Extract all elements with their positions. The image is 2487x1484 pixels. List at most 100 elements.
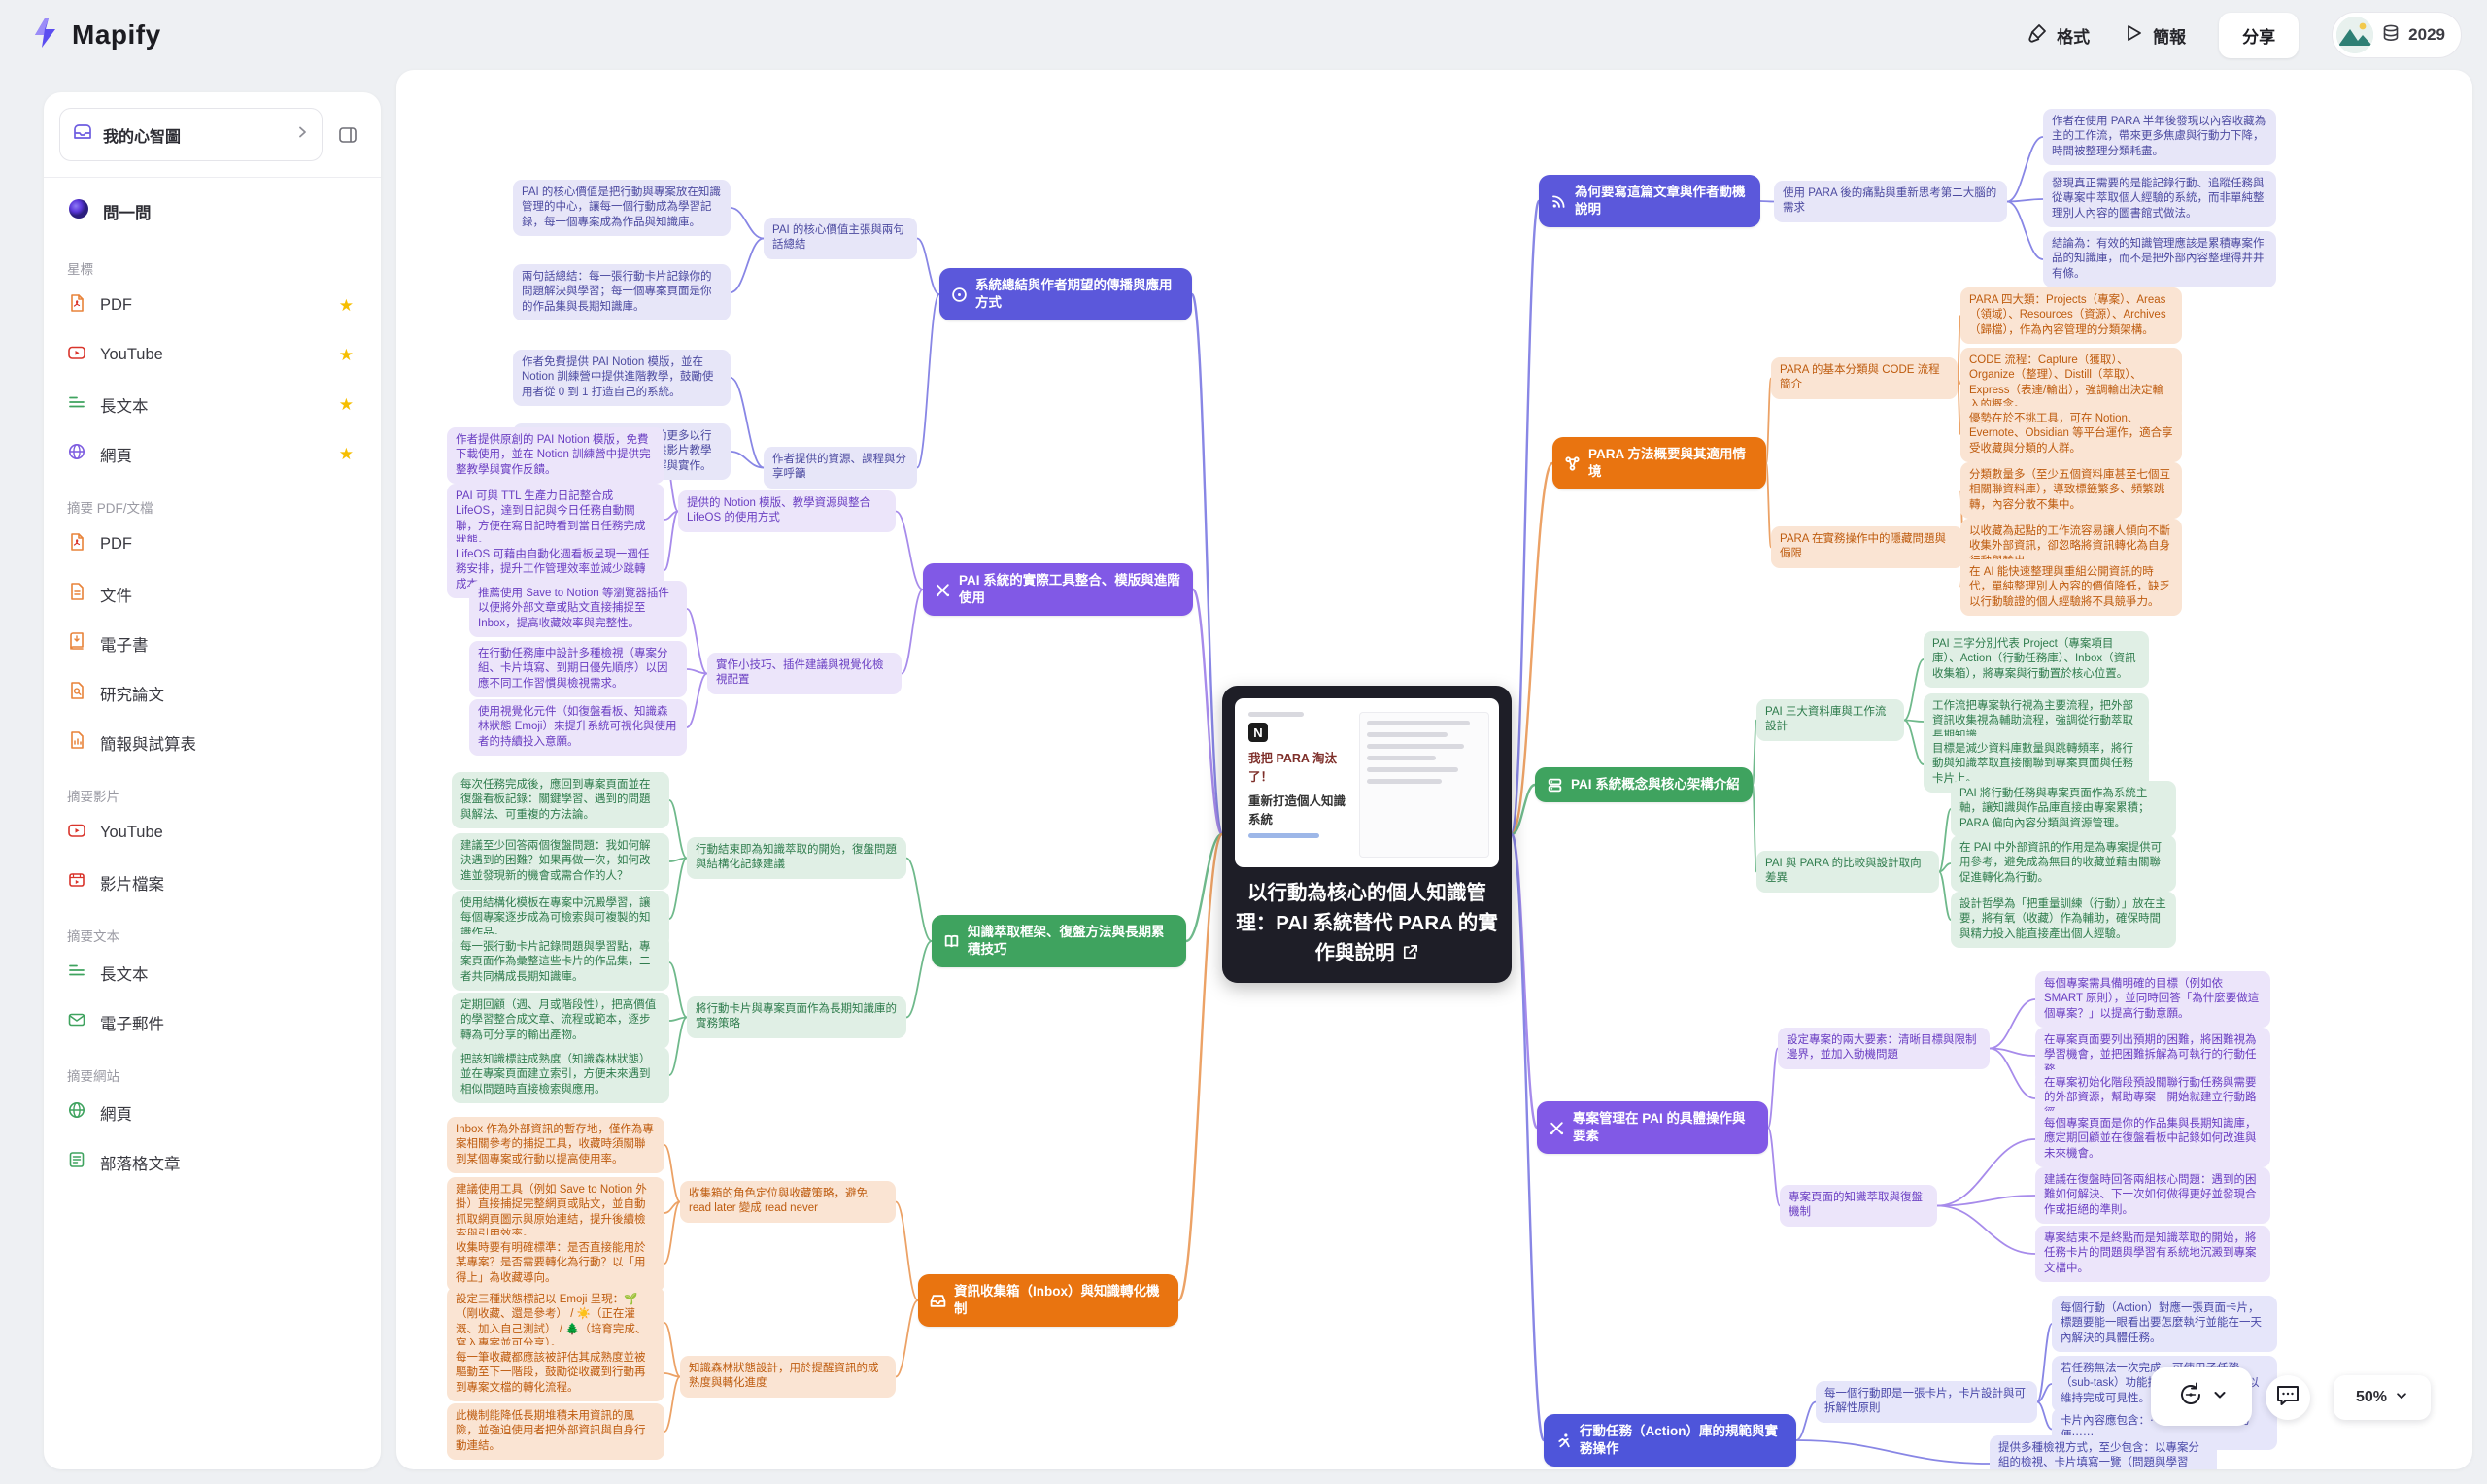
zoom-level: 50%	[2355, 1389, 2388, 1405]
mindmap-branch-node[interactable]: 資訊收集箱（Inbox）與知識轉化機制	[918, 1274, 1178, 1328]
sidebar-item[interactable]: 長文本	[57, 951, 367, 995]
credits-pill[interactable]: 2029	[2332, 12, 2462, 58]
star-icon[interactable]: ★	[338, 394, 354, 414]
sidebar-item[interactable]: YouTube★	[57, 333, 367, 377]
mindmap-subtopic-node[interactable]: PAI 三大資料庫與工作流設計	[1756, 699, 1904, 741]
mindmap-subtopic-node[interactable]: PAI 的核心價值是把行動與專案放在知識管理的中心，讓每一個行動成為學習記錄，每…	[513, 180, 731, 237]
mindmap-subtopic-node[interactable]: PAI 將行動任務與專案頁面作為系統主軸，讓知識與作品庫直接由專案累積；PARA…	[1951, 781, 2176, 838]
mindmap-subtopic-node[interactable]: 專案頁面的知識萃取與復盤機制	[1780, 1185, 1937, 1227]
sidebar-item[interactable]: 簡報與試算表	[57, 721, 367, 764]
mindmap-subtopic-node[interactable]: 此機制能降低長期堆積未用資訊的風險，並強迫使用者把外部資訊與自身行動連結。	[447, 1403, 664, 1461]
collapse-sidebar-button[interactable]	[330, 118, 365, 152]
mindmap-subtopic-node[interactable]: 每一張行動卡片記錄問題與學習點，專案頁面作為彙整這些卡片的作品集，二者共同構成長…	[452, 934, 669, 992]
mindmap-subtopic-node[interactable]: 將行動卡片與專案頁面作為長期知識庫的實務策略	[687, 996, 906, 1038]
mindmap-subtopic-node[interactable]: 把該知識標註成熟度（知識森林狀態）並在專案頁面建立索引，方便未來遇到相似問題時直…	[452, 1047, 669, 1104]
mindmap-subtopic-node[interactable]: 每次任務完成後，應回到專案頁面並在復盤看板記錄：關鍵學習、遇到的問題與解法、可重…	[452, 772, 669, 829]
mindmap-subtopic-node[interactable]: PARA 在實務操作中的隱藏問題與侷限	[1771, 526, 1963, 568]
mindmap-subtopic-node[interactable]: 行動結束即為知識萃取的開始，復盤問題與結構化記錄建議	[687, 837, 906, 879]
doc-icon	[67, 582, 86, 606]
sidebar-item[interactable]: 長文本★	[57, 383, 367, 426]
mindmap-branch-node[interactable]: PARA 方法概要與其適用情境	[1552, 437, 1766, 490]
avatar[interactable]	[2336, 17, 2374, 53]
mindmap-branch-node[interactable]: 系統總結與作者期望的傳播與應用方式	[939, 268, 1192, 321]
mindmap-subtopic-node[interactable]: 在行動任務庫中設計多種檢視（專案分組、卡片填寫、到期日優先順序）以因應不同工作習…	[469, 641, 687, 698]
star-icon[interactable]: ★	[338, 444, 354, 463]
sidebar-item[interactable]: 文件	[57, 572, 367, 616]
mindmap-subtopic-node[interactable]: 兩句話總結：每一張行動卡片記錄你的問題解決與學習；每一個專案頁面是你的作品集與長…	[513, 264, 731, 321]
star-icon[interactable]: ★	[338, 345, 354, 364]
comments-button[interactable]	[2266, 1375, 2310, 1420]
mindmap-branch-node[interactable]: 專案管理在 PAI 的具體操作與要素	[1537, 1101, 1768, 1155]
mindmap-subtopic-node[interactable]: PARA 四大類：Projects（專案）、Areas（領域）、Resource…	[1960, 287, 2182, 345]
mindmap-subtopic-node[interactable]: 實作小技巧、插件建議與視覺化檢視配置	[707, 653, 902, 694]
mindmap-subtopic-node[interactable]: 作者免費提供 PAI Notion 模版，並在 Notion 訓練營中提供進階教…	[513, 350, 731, 407]
sidebar-item[interactable]: 網頁	[57, 1091, 367, 1134]
mindmap-canvas[interactable]: N 我把 PARA 淘汰了！ 重新打造個人知識系統 以行動為核心的個人知識管理：…	[396, 70, 2472, 1469]
star-icon[interactable]: ★	[338, 295, 354, 315]
format-button[interactable]: 格式	[2027, 22, 2090, 49]
mindmap-subtopic-node[interactable]: 提供的 Notion 模版、教學資源與整合 LifeOS 的使用方式	[678, 490, 896, 532]
web-purple-icon	[67, 442, 86, 466]
mindmap-subtopic-node[interactable]: 設計哲學為「把重量訓練（行動）」放在主要，將有氧（收藏）作為輔助，確保時間與精力…	[1951, 892, 2176, 949]
mindmap-subtopic-node[interactable]: 每個專案需具備明確的目標（例如依 SMART 原則），並同時回答「為什麼要做這個…	[2035, 971, 2270, 1029]
mindmap-subtopic-node[interactable]: 建議在復盤時回答兩組核心問題：遇到的困難如何解決、下一次如何做得更好並發現合作或…	[2035, 1167, 2270, 1225]
sidebar-item[interactable]: 影片檔案	[57, 860, 367, 904]
mindmap-subtopic-node[interactable]: 推薦使用 Save to Notion 等瀏覽器插件以便將外部文章或貼文直接捕捉…	[469, 581, 687, 638]
mindmap-subtopic-node[interactable]: 使用視覺化元件（如復盤看板、知識森林狀態 Emoji）來提升系統可視化與使用者的…	[469, 699, 687, 757]
central-topic-node[interactable]: N 我把 PARA 淘汰了！ 重新打造個人知識系統 以行動為核心的個人知識管理：…	[1222, 686, 1512, 984]
mindmap-subtopic-node[interactable]: 提供多種檢視方式，至少包含：以專案分組的檢視、卡片填寫一覽（問題與學習點）、依到…	[1990, 1435, 2217, 1469]
mindmap-subtopic-node[interactable]: 作者提供的資源、課程與分享呼籲	[764, 447, 917, 489]
mindmap-subtopic-node[interactable]: 作者提供原創的 PAI Notion 模版，免費下載使用，並在 Notion 訓…	[447, 427, 664, 485]
present-button[interactable]: 簡報	[2123, 22, 2186, 49]
sidebar-item[interactable]: 電子書	[57, 622, 367, 665]
mindmap-branch-node[interactable]: 為何要寫這篇文章與作者動機說明	[1539, 175, 1760, 228]
videofile-icon	[67, 870, 86, 894]
mindmap-subtopic-node[interactable]: 每個行動（Action）對應一張頁面卡片，標題要能一眼看出要怎麼執行並能在一天內…	[2052, 1296, 2277, 1353]
mindmap-subtopic-node[interactable]: 收集時要有明確標準：是否直接能用於某專案？是否需要轉化為行動？以「用得上」為收藏…	[447, 1235, 664, 1293]
sidebar-item[interactable]: PDF	[57, 523, 367, 566]
sidebar-item[interactable]: PDF★	[57, 284, 367, 327]
mindmap-subtopic-node[interactable]: 專案結束不是終點而是知識萃取的開始，將任務卡片的問題與學習有系統地沉澱到專案文檔…	[2035, 1226, 2270, 1283]
mindmap-subtopic-node[interactable]: 在 PAI 中外部資訊的作用是為專案提供可用參考，避免成為無目的收藏並藉由關聯促…	[1951, 835, 2176, 893]
zoom-control[interactable]: 50%	[2334, 1375, 2431, 1420]
sidebar-item[interactable]: 電子郵件	[57, 1000, 367, 1044]
my-mindmaps-button[interactable]: 我的心智圖	[59, 108, 323, 161]
mindmap-subtopic-node[interactable]: 每個專案頁面是你的作品集與長期知識庫，應定期回顧並在復盤看板中記錄如何改進與未來…	[2035, 1111, 2270, 1168]
mindmap-branch-node[interactable]: PAI 系統的實際工具整合、模版與進階使用	[923, 563, 1193, 617]
share-button[interactable]: 分享	[2219, 12, 2300, 58]
mindmap-subtopic-node[interactable]: 優勢在於不挑工具，可在 Notion、Evernote、Obsidian 等平台…	[1960, 406, 2182, 463]
mindmap-subtopic-node[interactable]: 分類數量多（至少五個資料庫甚至七個互相關聯資料庫），導致標籤繁多、頻繁跳轉，內容…	[1960, 462, 2182, 520]
mindmap-subtopic-node[interactable]: 知識森林狀態設計，用於提醒資訊的成熟度與轉化進度	[680, 1356, 896, 1398]
mindmap-subtopic-node[interactable]: PAI 三字分別代表 Project（專案項目庫）、Action（行動任務庫）、…	[1924, 631, 2149, 689]
mindmap-subtopic-node[interactable]: PARA 的基本分類與 CODE 流程簡介	[1771, 357, 1958, 399]
mindmap-subtopic-node[interactable]: 收集箱的角色定位與收藏策略，避免 read later 變成 read neve…	[680, 1181, 896, 1223]
ask-ai-button[interactable]: 問一問	[57, 186, 367, 237]
mindmap-subtopic-node[interactable]: 每一筆收藏都應該被評估其成熟度並被驅動至下一階段，鼓勵從收藏到行動再到專案文檔的…	[447, 1345, 664, 1402]
mindmap-branch-node[interactable]: PAI 系統概念與核心架構介紹	[1535, 767, 1753, 803]
sidebar-item[interactable]: 網頁★	[57, 432, 367, 476]
sidebar-item[interactable]: 部落格文章	[57, 1140, 367, 1184]
mindmap-subtopic-node[interactable]: 作者在使用 PARA 半年後發現以內容收藏為主的工作流，帶來更多焦慮與行動力下降…	[2043, 109, 2276, 166]
mindmap-subtopic-node[interactable]: PAI 與 PARA 的比較與設計取向差異	[1756, 851, 1939, 893]
mindmap-subtopic-node[interactable]: 建議至少回答兩個復盤問題：我如何解決遇到的困難？如果再做一次，如何改進並發現新的…	[452, 833, 669, 891]
mindmap-subtopic-node[interactable]: 使用 PARA 後的痛點與重新思考第二大腦的需求	[1774, 181, 2007, 222]
mindmap-subtopic-node[interactable]: Inbox 作為外部資訊的暫存地，僅作為專案相關參考的捕捉工具，收藏時須關聯到某…	[447, 1117, 664, 1174]
external-link-icon[interactable]	[1401, 941, 1419, 971]
sidebar-item[interactable]: 研究論文	[57, 671, 367, 715]
mindmap-subtopic-node[interactable]: 定期回顧（週、月或階段性），把高價值的學習整合成文章、流程或範本，逐步轉為可分享…	[452, 993, 669, 1050]
mindmap-branch-node[interactable]: 知識萃取框架、復盤方法與長期累積技巧	[932, 915, 1186, 968]
mindmap-subtopic-node[interactable]: PAI 的核心價值主張與兩句話總結	[764, 218, 917, 259]
slides-icon	[67, 730, 86, 755]
branch-node-label: PAI 系統的實際工具整合、模版與進階使用	[959, 573, 1180, 606]
mindmap-subtopic-node[interactable]: 每一個行動即是一張卡片，卡片設計與可拆解性原則	[1816, 1381, 2037, 1423]
thumbnail-table	[1359, 712, 1489, 858]
layout-style-button[interactable]	[2151, 1367, 2252, 1426]
sidebar-section-label: 摘要影片	[67, 790, 119, 804]
mindmap-subtopic-node[interactable]: 設定專案的兩大要素：清晰目標與限制邊界，並加入動機問題	[1778, 1028, 1990, 1069]
mindmap-subtopic-node[interactable]: 在 AI 能快速整理與重組公開資訊的時代，單純整理別人內容的價值降低，缺乏以行動…	[1960, 559, 2182, 617]
mindmap-subtopic-node[interactable]: 發現真正需要的是能記錄行動、追蹤任務與從專案中萃取個人經驗的系統，而非單純整理別…	[2043, 171, 2276, 228]
mindmap-subtopic-node[interactable]: 結論為：有效的知識管理應該是累積專案作品的知識庫，而不是把外部內容整理得井井有條…	[2043, 231, 2276, 288]
pdf-icon	[67, 532, 86, 556]
mindmap-branch-node[interactable]: 行動任務（Action）庫的規範與實務操作	[1544, 1414, 1796, 1467]
sidebar-item[interactable]: YouTube	[57, 811, 367, 855]
